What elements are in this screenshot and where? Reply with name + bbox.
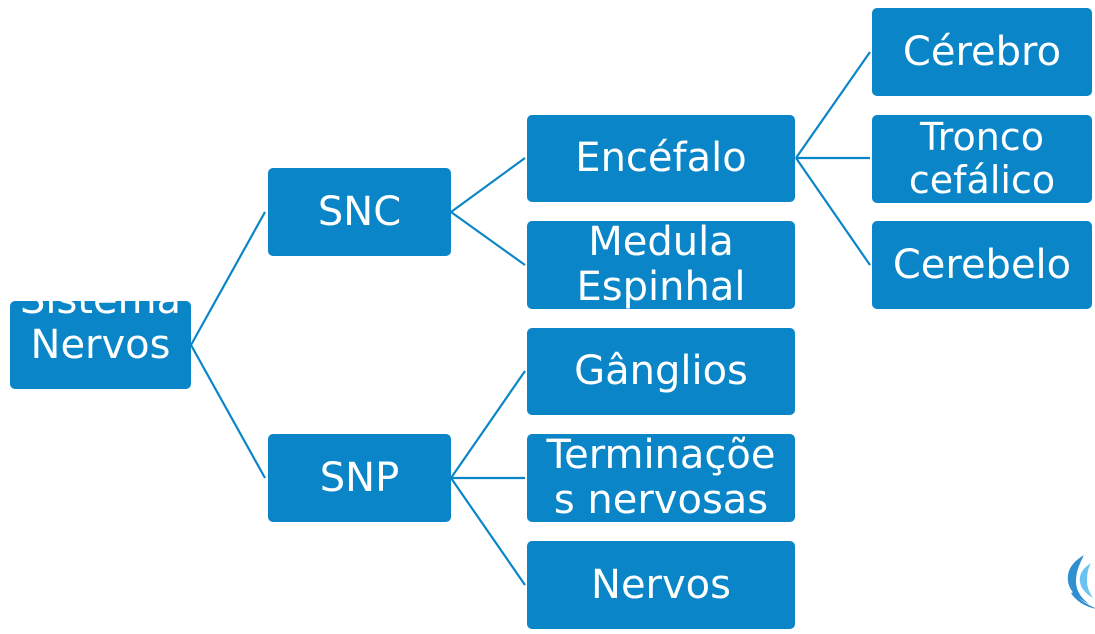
logo-icon bbox=[1058, 553, 1095, 611]
node-cerebelo: Cerebelo bbox=[872, 221, 1092, 309]
connector-root-snp bbox=[190, 344, 266, 479]
node-medula-espinhal-label: Medula Espinhal bbox=[576, 221, 746, 309]
connector-encefalo-cerebelo bbox=[795, 157, 871, 266]
connector-snc-encefalo bbox=[450, 157, 526, 213]
node-sistema-nervoso: Sistema Nervos bbox=[10, 301, 191, 389]
connector-root-snc bbox=[190, 211, 266, 346]
node-nervos-label: Nervos bbox=[591, 561, 731, 608]
node-snp: SNP bbox=[268, 434, 451, 522]
node-sistema-nervoso-label: Sistema Nervos bbox=[20, 301, 181, 368]
connector-snp-nervos bbox=[450, 477, 526, 586]
node-cerebro-label: Cérebro bbox=[902, 28, 1062, 75]
node-tronco-cefalico: Tronco cefálico bbox=[872, 115, 1092, 203]
connector-snp-ganglios bbox=[450, 370, 526, 479]
node-snc-label: SNC bbox=[317, 188, 402, 235]
node-ganglios-label: Gânglios bbox=[574, 348, 748, 395]
node-tronco-cefalico-label: Tronco cefálico bbox=[908, 115, 1056, 202]
node-encefalo-label: Encéfalo bbox=[575, 135, 747, 182]
logo-icon bbox=[1067, 555, 1095, 609]
node-terminacoes-nervosas: Terminaçõe s nervosas bbox=[527, 434, 795, 522]
node-encefalo: Encéfalo bbox=[527, 115, 795, 202]
node-cerebelo-label: Cerebelo bbox=[892, 241, 1072, 288]
connector-encefalo-cerebro bbox=[795, 51, 871, 159]
node-nervos: Nervos bbox=[527, 541, 795, 629]
node-ganglios: Gânglios bbox=[527, 328, 795, 415]
node-snp-label: SNP bbox=[319, 454, 400, 501]
node-medula-espinhal: Medula Espinhal bbox=[527, 221, 795, 309]
node-cerebro: Cérebro bbox=[872, 8, 1092, 96]
node-snc: SNC bbox=[268, 168, 451, 256]
node-terminacoes-nervosas-label: Terminaçõe s nervosas bbox=[546, 434, 776, 522]
connector-snc-medula bbox=[450, 211, 526, 266]
